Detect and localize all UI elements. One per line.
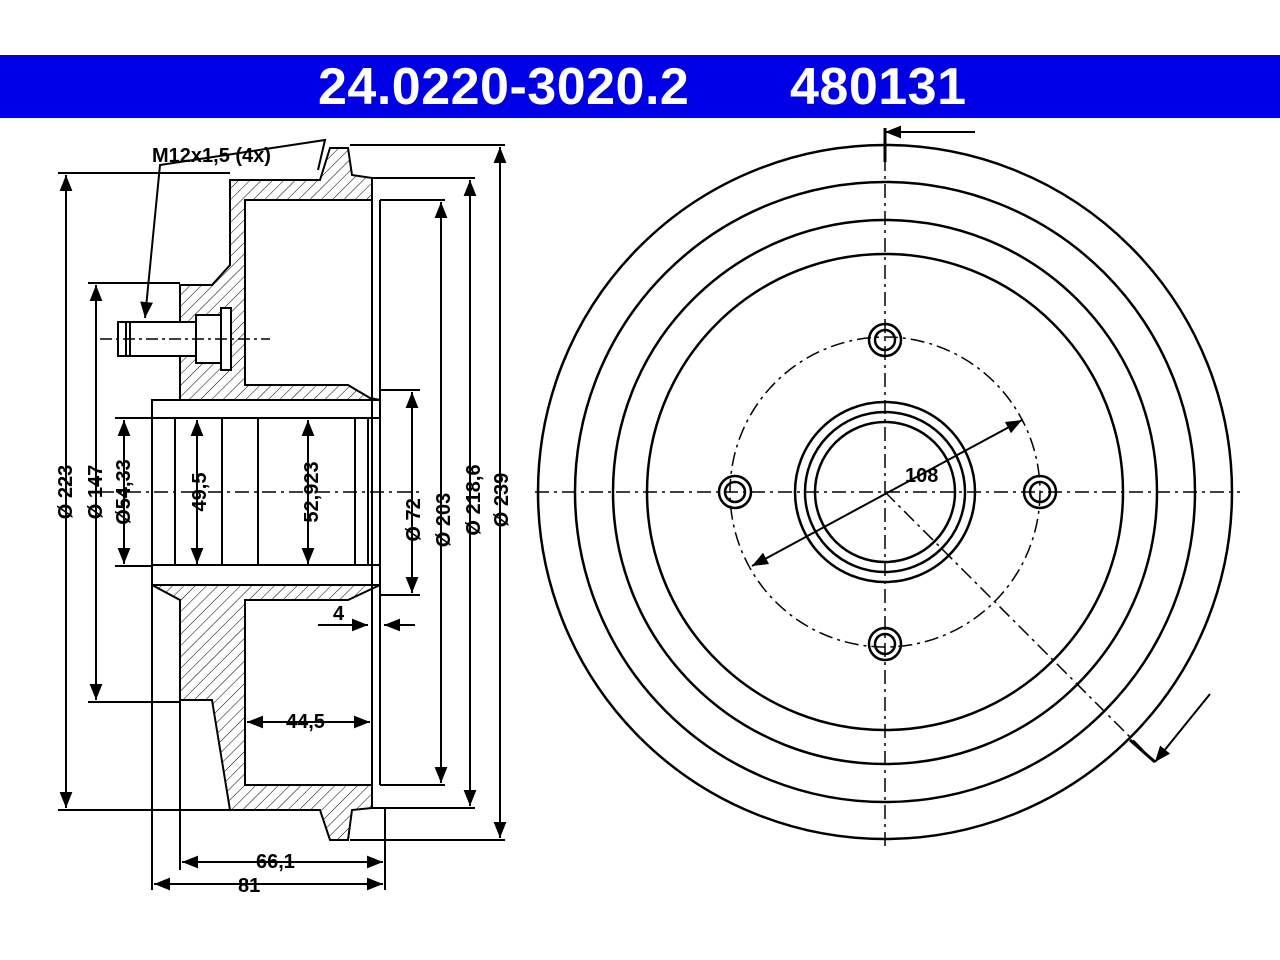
upper-wall-section	[179, 147, 381, 419]
lower-wall-section	[151, 564, 381, 841]
part-number: 24.0220-3020.2	[318, 58, 690, 116]
header-bar: 24.0220-3020.2 480131	[0, 55, 1280, 118]
dim-d239: Ø 239	[491, 473, 513, 527]
dim-d223: Ø 223	[55, 465, 77, 519]
dim-d2186: Ø 218,6	[463, 464, 485, 535]
side-section-view	[100, 147, 420, 841]
dim-d203: Ø 203	[433, 493, 455, 547]
dim-4: 4	[333, 603, 345, 625]
reference-number: 480131	[790, 58, 967, 116]
dim-445: 44,5	[286, 711, 325, 733]
dim-d72: Ø 72	[403, 498, 425, 541]
dim-d5433: Ø54,33	[113, 459, 135, 525]
thread-label: M12x1,5 (4x)	[152, 145, 271, 167]
dim-d147: Ø 147	[85, 465, 107, 519]
side-dimensions	[58, 138, 507, 891]
dim-52923: 52,923	[301, 461, 323, 522]
dim-81: 81	[238, 875, 260, 897]
dim-661: 66,1	[256, 851, 295, 873]
dim-495: 49,5	[189, 473, 211, 512]
wheel-stud	[100, 307, 270, 371]
bolt-circle-dim: 108	[905, 465, 938, 487]
front-view	[535, 125, 1240, 850]
